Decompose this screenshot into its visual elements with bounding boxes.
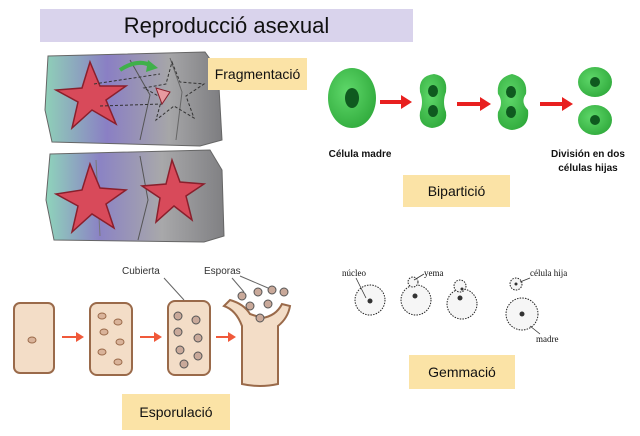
sporulation-label-text: Esporulació (139, 404, 213, 420)
regenerated-starfish-icon (139, 157, 207, 224)
red-arrow-icon (480, 97, 491, 111)
spores-label: Esporas (204, 266, 241, 277)
mother-label-text: madre (536, 334, 559, 344)
page-title: Reproducció asexual (40, 9, 413, 42)
fragmentation-label-text: Fragmentació (214, 66, 301, 82)
fragmentation-panel-bottom (45, 149, 225, 243)
budding-diagram (354, 276, 539, 331)
daughter-cell-label: célula hija (530, 268, 567, 278)
nucleus-label-text: núcleo (342, 268, 366, 278)
mother-cell-caption: Célula madre (320, 148, 400, 162)
orange-arrow-icon (76, 332, 84, 342)
spores-label-text: Esporas (204, 266, 241, 277)
red-arrow-icon (401, 95, 412, 109)
daughter-cells-caption-line2: células hijas (558, 163, 618, 174)
bipartition-diagram (328, 67, 612, 135)
starfish-icon (53, 161, 129, 235)
budding-label-text: Gemmació (428, 364, 496, 380)
cover-label-text: Cubierta (122, 266, 160, 277)
starfish-outline-icon (142, 60, 206, 122)
orange-arrow-icon (228, 332, 236, 342)
bud-label: yema (424, 268, 444, 278)
red-arrow-icon (562, 97, 573, 111)
bipartition-label: Bipartició (403, 175, 510, 207)
daughter-cells-caption: División en dos células hijas (538, 148, 638, 176)
sporulation-label: Esporulació (122, 394, 230, 430)
daughter-cell-label-text: célula hija (530, 268, 568, 278)
starfish-icon (53, 59, 129, 131)
mother-cell-caption-text: Célula madre (328, 149, 392, 160)
page-title-text: Reproducció asexual (123, 12, 330, 38)
fragmentation-label: Fragmentació (208, 58, 307, 90)
nucleus-label: núcleo (342, 268, 366, 278)
daughter-cells-caption-line1: División en dos (551, 149, 625, 160)
orange-arrow-icon (154, 332, 162, 342)
mother-label: madre (536, 334, 559, 344)
budding-label: Gemmació (409, 355, 515, 389)
dividing-cell (497, 74, 529, 130)
bud-label-text: yema (424, 268, 444, 278)
sporulation-diagram (13, 275, 292, 387)
cover-label: Cubierta (122, 266, 160, 277)
bipartition-label-text: Bipartició (427, 183, 486, 199)
fragmentation-panel-top (44, 51, 223, 147)
dividing-cell (419, 74, 447, 128)
